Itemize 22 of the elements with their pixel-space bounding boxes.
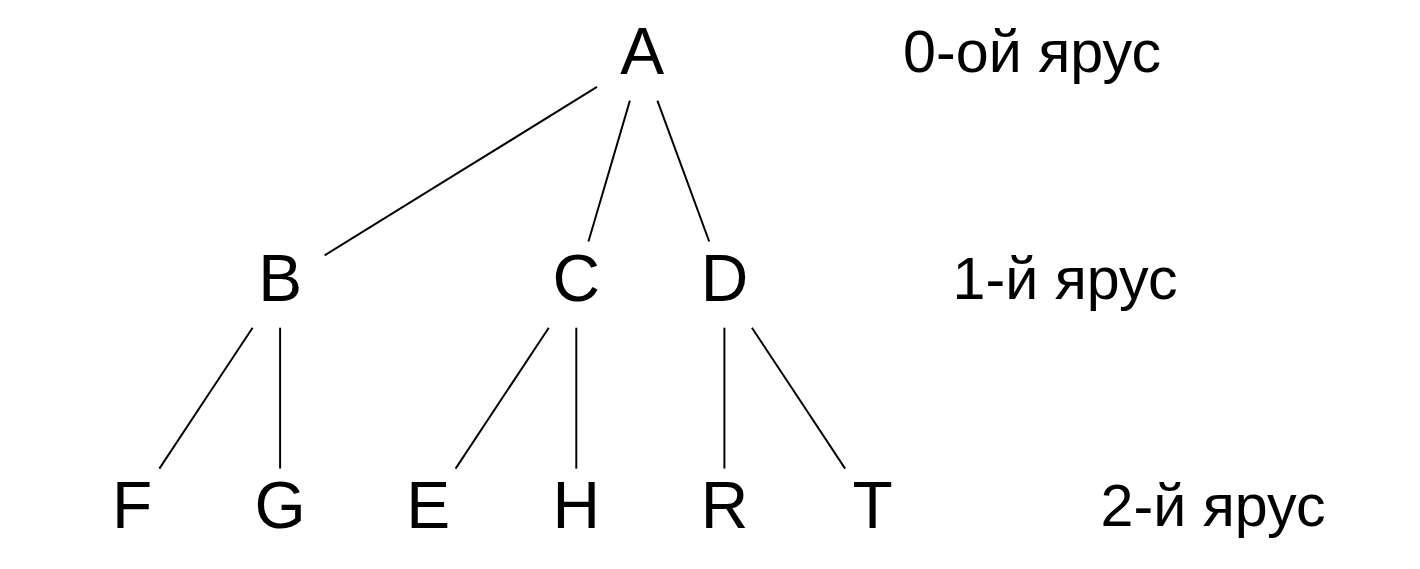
node-text: G (254, 468, 306, 543)
connector (587, 99, 631, 243)
connector (575, 326, 578, 470)
node-text: F (111, 468, 153, 543)
node-text: R (700, 468, 749, 543)
connector (279, 326, 282, 470)
node-text: B (258, 240, 303, 315)
label: 2-й ярус (1100, 472, 1326, 540)
connector (454, 326, 550, 470)
label: 1-й ярус (952, 244, 1178, 312)
node-text: T (852, 468, 893, 543)
connector (323, 85, 598, 257)
node-text: A (620, 13, 665, 88)
connector (656, 99, 711, 243)
connector (723, 326, 726, 470)
connector (158, 326, 254, 470)
connector (750, 326, 847, 470)
node-text: H (552, 468, 601, 543)
node-text: E (406, 468, 451, 543)
node-text: D (700, 240, 749, 315)
label: 0-ой ярус (903, 17, 1162, 85)
node-text: C (552, 240, 601, 315)
